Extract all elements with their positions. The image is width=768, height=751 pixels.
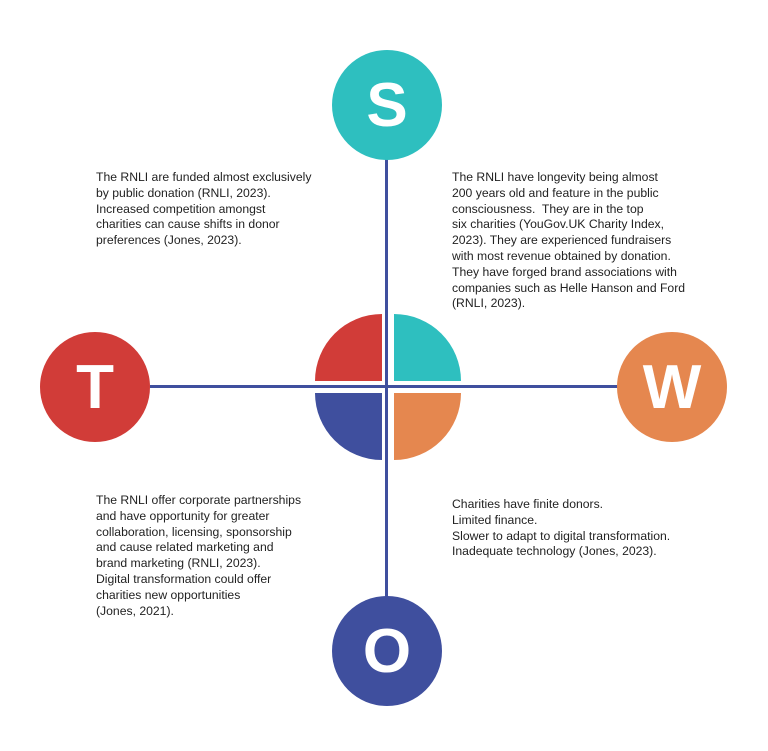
opportunity-letter: O [362, 616, 412, 686]
strength-letter: S [366, 70, 408, 140]
text-line: (RNLI, 2023). [452, 296, 526, 311]
text-line: (Jones, 2021). [96, 603, 174, 618]
threat-letter: T [76, 352, 114, 422]
text-line: Digital transformation could offer [96, 571, 272, 586]
text-line: consciousness. They are in the top [452, 201, 644, 216]
text-line: The RNLI offer corporate partnerships [96, 493, 302, 507]
text-line: with most revenue obtained by donation. [452, 248, 671, 263]
text-line: Charities have finite donors. [452, 497, 604, 511]
strength-bubble: S [332, 50, 442, 160]
text-line: The RNLI have longevity being almost [452, 170, 658, 184]
horizontal-axis-line [150, 385, 620, 388]
threat-bubble: T [40, 332, 150, 442]
text-line: Increased competition amongst [96, 201, 266, 216]
text-line: six charities (YouGov.UK Charity Index, [452, 217, 665, 232]
weakness-text-block: Charities have finite donors. Limited fi… [452, 497, 670, 560]
text-line: They have forged brand associations with [452, 264, 677, 279]
text-line: preferences (Jones, 2023). [96, 233, 242, 248]
vertical-axis-line [385, 100, 388, 605]
center-quadrant-weakness [394, 393, 461, 460]
strength-text-block: The RNLI have longevity being almost 200… [452, 170, 685, 312]
threat-text-block: The RNLI are funded almost exclusively b… [96, 170, 311, 249]
opportunity-bubble: O [332, 596, 442, 706]
opportunity-text-block: The RNLI offer corporate partnerships an… [96, 493, 301, 619]
text-line: 2023). They are experienced fundraisers [452, 233, 672, 248]
text-line: charities new opportunities [96, 587, 241, 602]
text-line: charities can cause shifts in donor [96, 217, 280, 232]
text-line: companies such as Helle Hanson and Ford [452, 280, 686, 295]
text-line: The RNLI are funded almost exclusively [96, 170, 312, 184]
center-quadrant-threat [315, 314, 382, 381]
text-line: Limited finance. [452, 512, 538, 527]
text-line: Slower to adapt to digital transformatio… [452, 528, 671, 543]
text-line: and have opportunity for greater [96, 508, 270, 523]
weakness-bubble: W [617, 332, 727, 442]
text-line: by public donation (RNLI, 2023). [96, 185, 271, 200]
text-line: 200 years old and feature in the public [452, 185, 659, 200]
text-line: Inadequate technology (Jones, 2023). [452, 544, 657, 559]
weakness-letter: W [642, 352, 702, 422]
center-quadrant-strength [394, 314, 461, 381]
text-line: collaboration, licensing, sponsorship [96, 524, 292, 539]
text-line: brand marketing (RNLI, 2023). [96, 556, 261, 571]
text-line: and cause related marketing and [96, 540, 274, 555]
center-quadrant-opportunity [315, 393, 382, 460]
